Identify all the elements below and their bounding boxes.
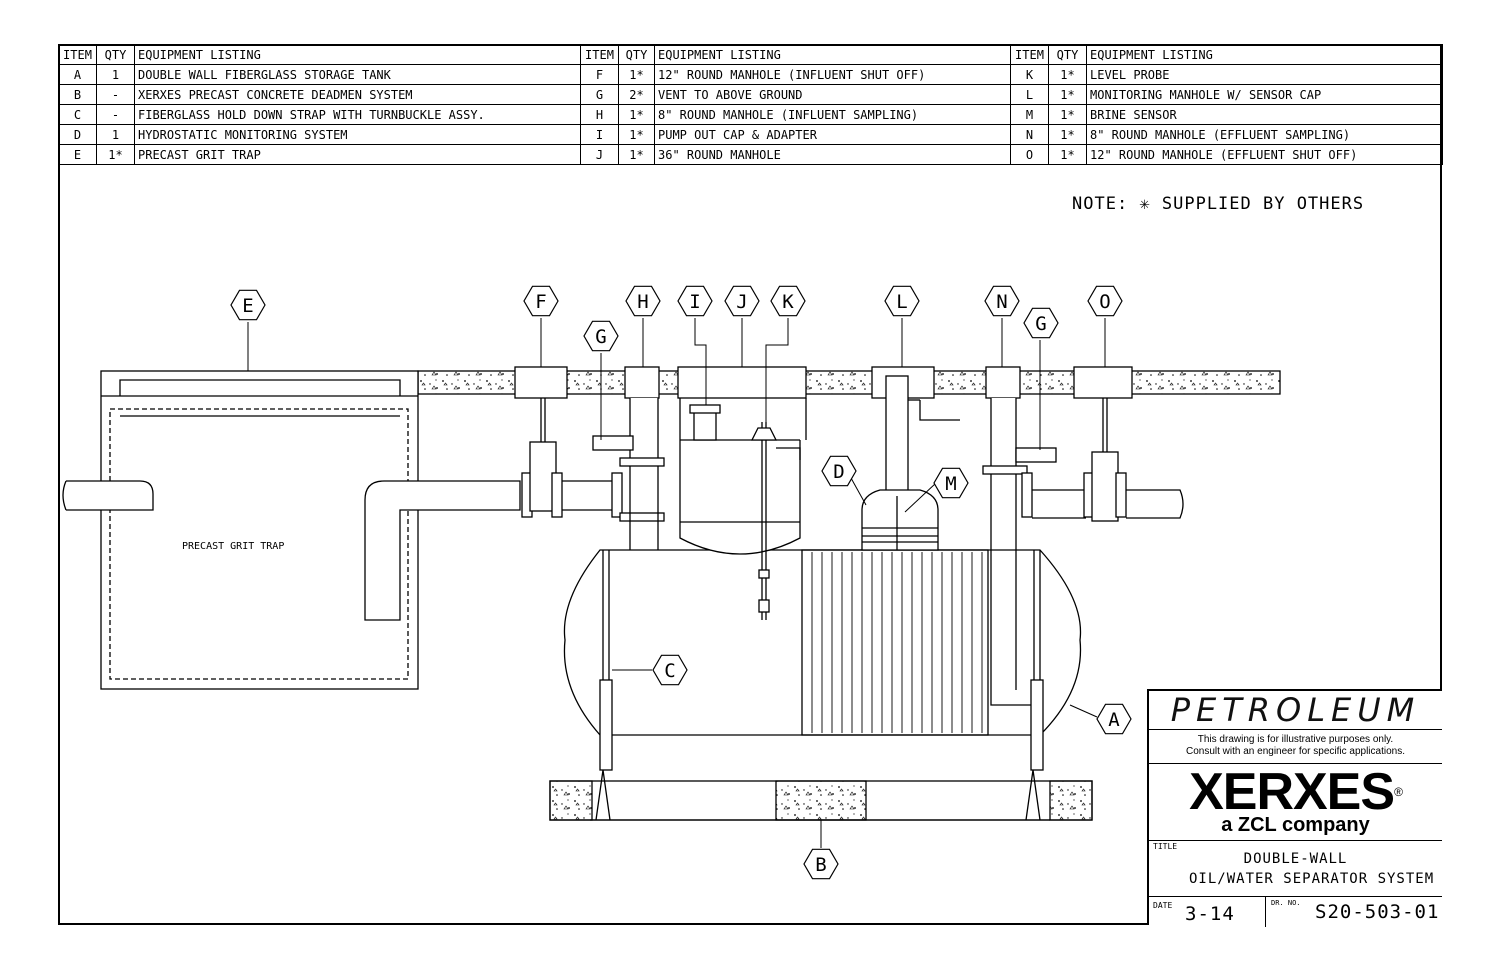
callout-m: M [933,467,969,499]
equipment-listing-table: ITEM QTY EQUIPMENT LISTING ITEM QTY EQUI… [58,44,1443,165]
category-label: PETROLEUM [1170,691,1421,729]
callout-letter: B [815,854,826,876]
title-label: TITLE [1153,842,1178,851]
brand-logo: XERXES® a ZCL company [1149,765,1442,841]
qty-cell: 1* [618,104,655,125]
qty-cell: 1* [1048,124,1087,145]
callout-letter: J [736,291,747,313]
callout-l: L [884,285,920,317]
callout-d: D [821,455,857,487]
description-cell: 8" ROUND MANHOLE (INFLUENT SAMPLING) [654,104,1011,125]
callout-letter: O [1099,291,1110,313]
callout-g: G [583,320,619,352]
qty-cell: 1* [1048,144,1087,165]
callout-n: N [984,285,1020,317]
callout-letter: F [535,291,546,313]
header-qty: QTY [96,44,135,65]
description-cell: 12" ROUND MANHOLE (EFFLUENT SHUT OFF) [1086,144,1443,165]
description-cell: DOUBLE WALL FIBERGLASS STORAGE TANK [134,64,581,85]
supplied-by-others-note: NOTE: ✳ SUPPLIED BY OTHERS [1072,194,1365,214]
description-cell: LEVEL PROBE [1086,64,1443,85]
callout-k: K [770,285,806,317]
description-cell: FIBERGLASS HOLD DOWN STRAP WITH TURNBUCK… [134,104,581,125]
drawing-number: S20-503-01 [1315,901,1440,923]
description-cell: MONITORING MANHOLE W/ SENSOR CAP [1086,84,1443,105]
callout-letter: G [595,326,606,348]
callout-j: J [724,285,760,317]
date-label: DATE [1153,901,1173,910]
brand-name: XERXES [1189,763,1395,821]
registered-mark: ® [1394,785,1403,799]
description-cell: 36" ROUND MANHOLE [654,144,1011,165]
qty-cell: 1* [96,144,135,165]
disclaimer: This drawing is for illustrative purpose… [1149,730,1442,766]
callout-letter: D [833,461,844,483]
callout-g: G [1023,307,1059,339]
disclaimer-line-1: This drawing is for illustrative purpose… [1197,734,1394,745]
callout-letter: I [689,291,700,313]
qty-cell: 1* [618,64,655,85]
callout-e: E [230,289,266,321]
grit-trap-label: PRECAST GRIT TRAP [182,541,285,552]
callout-letter: M [945,473,956,495]
table-header-row: ITEM QTY EQUIPMENT LISTING ITEM QTY EQUI… [58,44,1443,65]
callout-letter: C [664,660,675,682]
disclaimer-line-2: Consult with an engineer for specific ap… [1185,746,1405,757]
callout-letter: E [242,295,253,317]
title-block: PETROLEUM This drawing is for illustrati… [1147,689,1442,927]
title-line-2: OIL/WATER SEPARATOR SYSTEM [1189,871,1435,887]
callout-letter: A [1108,709,1120,731]
brand-subtitle: a ZCL company [1221,814,1370,836]
callout-letter: H [637,291,648,313]
description-cell: PRECAST GRIT TRAP [134,144,581,165]
callout-c: C [652,654,688,686]
callout-i: I [677,285,713,317]
callout-letter: N [996,291,1007,313]
callout-b: B [803,848,839,880]
callout-a: A [1096,703,1132,735]
table-row: C-FIBERGLASS HOLD DOWN STRAP WITH TURNBU… [58,104,1443,125]
callout-letter: G [1035,313,1046,335]
title-line-1: DOUBLE-WALL [1243,851,1348,867]
qty-cell: 1* [618,144,655,165]
callout-h: H [625,285,661,317]
callout-letter: K [782,291,794,313]
date-value: 3-14 [1185,903,1235,925]
drawing-number-label: DR. NO. [1271,899,1301,907]
callout-f: F [523,285,559,317]
header-qty: QTY [618,44,655,65]
description-cell: 12" ROUND MANHOLE (INFLUENT SHUT OFF) [654,64,1011,85]
callout-letter: L [896,291,907,313]
callout-o: O [1087,285,1123,317]
double-wall-tank [563,549,1082,736]
